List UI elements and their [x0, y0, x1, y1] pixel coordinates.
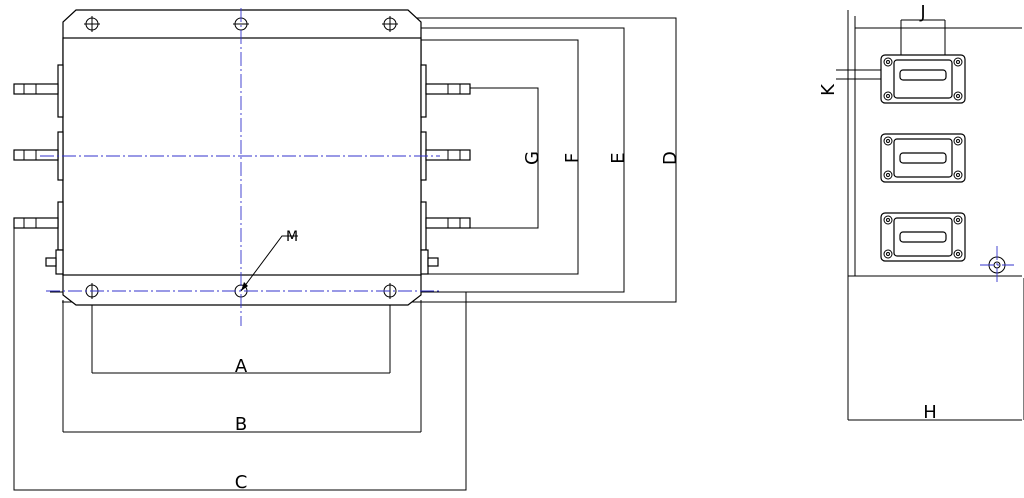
label-b: B	[235, 414, 247, 435]
label-f: F	[562, 153, 583, 163]
terminal-block	[880, 133, 966, 183]
right-terminals	[420, 64, 471, 275]
ground-stud	[420, 249, 429, 275]
label-e: E	[608, 152, 629, 163]
label-h: H	[923, 402, 937, 423]
label-c: C	[235, 472, 248, 493]
label-g: G	[522, 151, 543, 165]
label-j: J	[919, 2, 925, 23]
ground-stud	[55, 249, 64, 275]
centerlines	[40, 8, 440, 326]
terminal-block	[880, 54, 966, 104]
label-m: M	[286, 229, 298, 245]
left-terminals	[13, 64, 64, 275]
filter-body	[62, 37, 422, 276]
label-d: D	[660, 151, 681, 165]
m-leader	[240, 235, 298, 292]
front-view	[13, 8, 677, 491]
ground-screw	[980, 246, 1014, 284]
terminal-block	[880, 212, 966, 262]
label-a: A	[235, 356, 248, 377]
side-view	[836, 10, 1024, 421]
label-k: K	[818, 83, 839, 96]
dimension-labels: A B C M H J D E F G K	[235, 2, 937, 493]
